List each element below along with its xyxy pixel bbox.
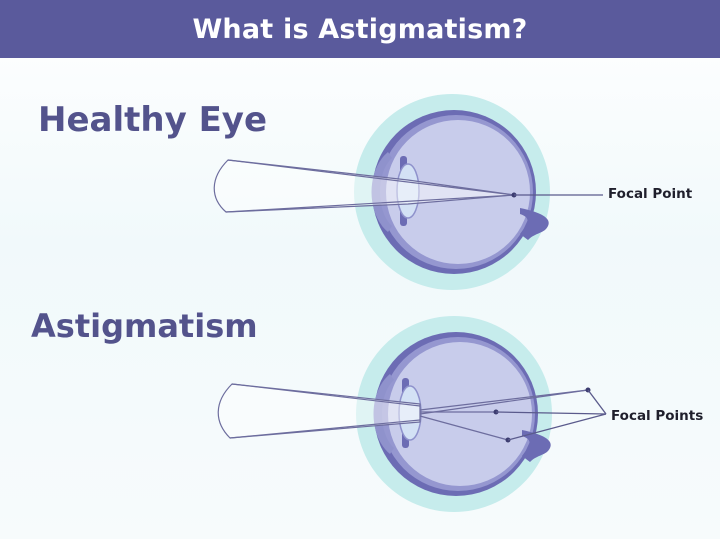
astig-eye-lens [398, 385, 422, 441]
astig-eye-optic-nerve [522, 430, 551, 462]
astig-ray-top [231, 383, 421, 407]
astigmatism-eye-diagram [217, 316, 607, 512]
title-banner: What is Astigmatism? [0, 0, 720, 58]
healthy-eye-optic-nerve [520, 208, 549, 240]
astig-eye-cornea [373, 374, 394, 454]
page-title: What is Astigmatism? [192, 13, 528, 45]
focal-point-label: Focal Point [608, 186, 693, 202]
astig-leader-1 [587, 389, 607, 415]
astigmatism-heading: Astigmatism [31, 307, 258, 345]
healthy-eye-vitreous [386, 120, 530, 264]
healthy-ray-top [227, 159, 515, 196]
astig-leader-3 [507, 413, 607, 441]
astig-leader-2 [495, 411, 607, 415]
astig-ray-bottom [229, 419, 421, 439]
healthy-ray-bottom [225, 194, 515, 213]
astig-ray-to-focal-1b [419, 389, 589, 415]
healthy-eye-heading: Healthy Eye [38, 100, 268, 140]
focal-points-label: Focal Points [611, 408, 704, 424]
astig-ray-to-focal-3 [419, 415, 509, 441]
healthy-eye-cornea [371, 152, 392, 232]
astig-eye-vitreous [388, 342, 532, 486]
astig-ray-to-focal-1 [419, 389, 589, 411]
healthy-eye-diagram [213, 94, 603, 290]
